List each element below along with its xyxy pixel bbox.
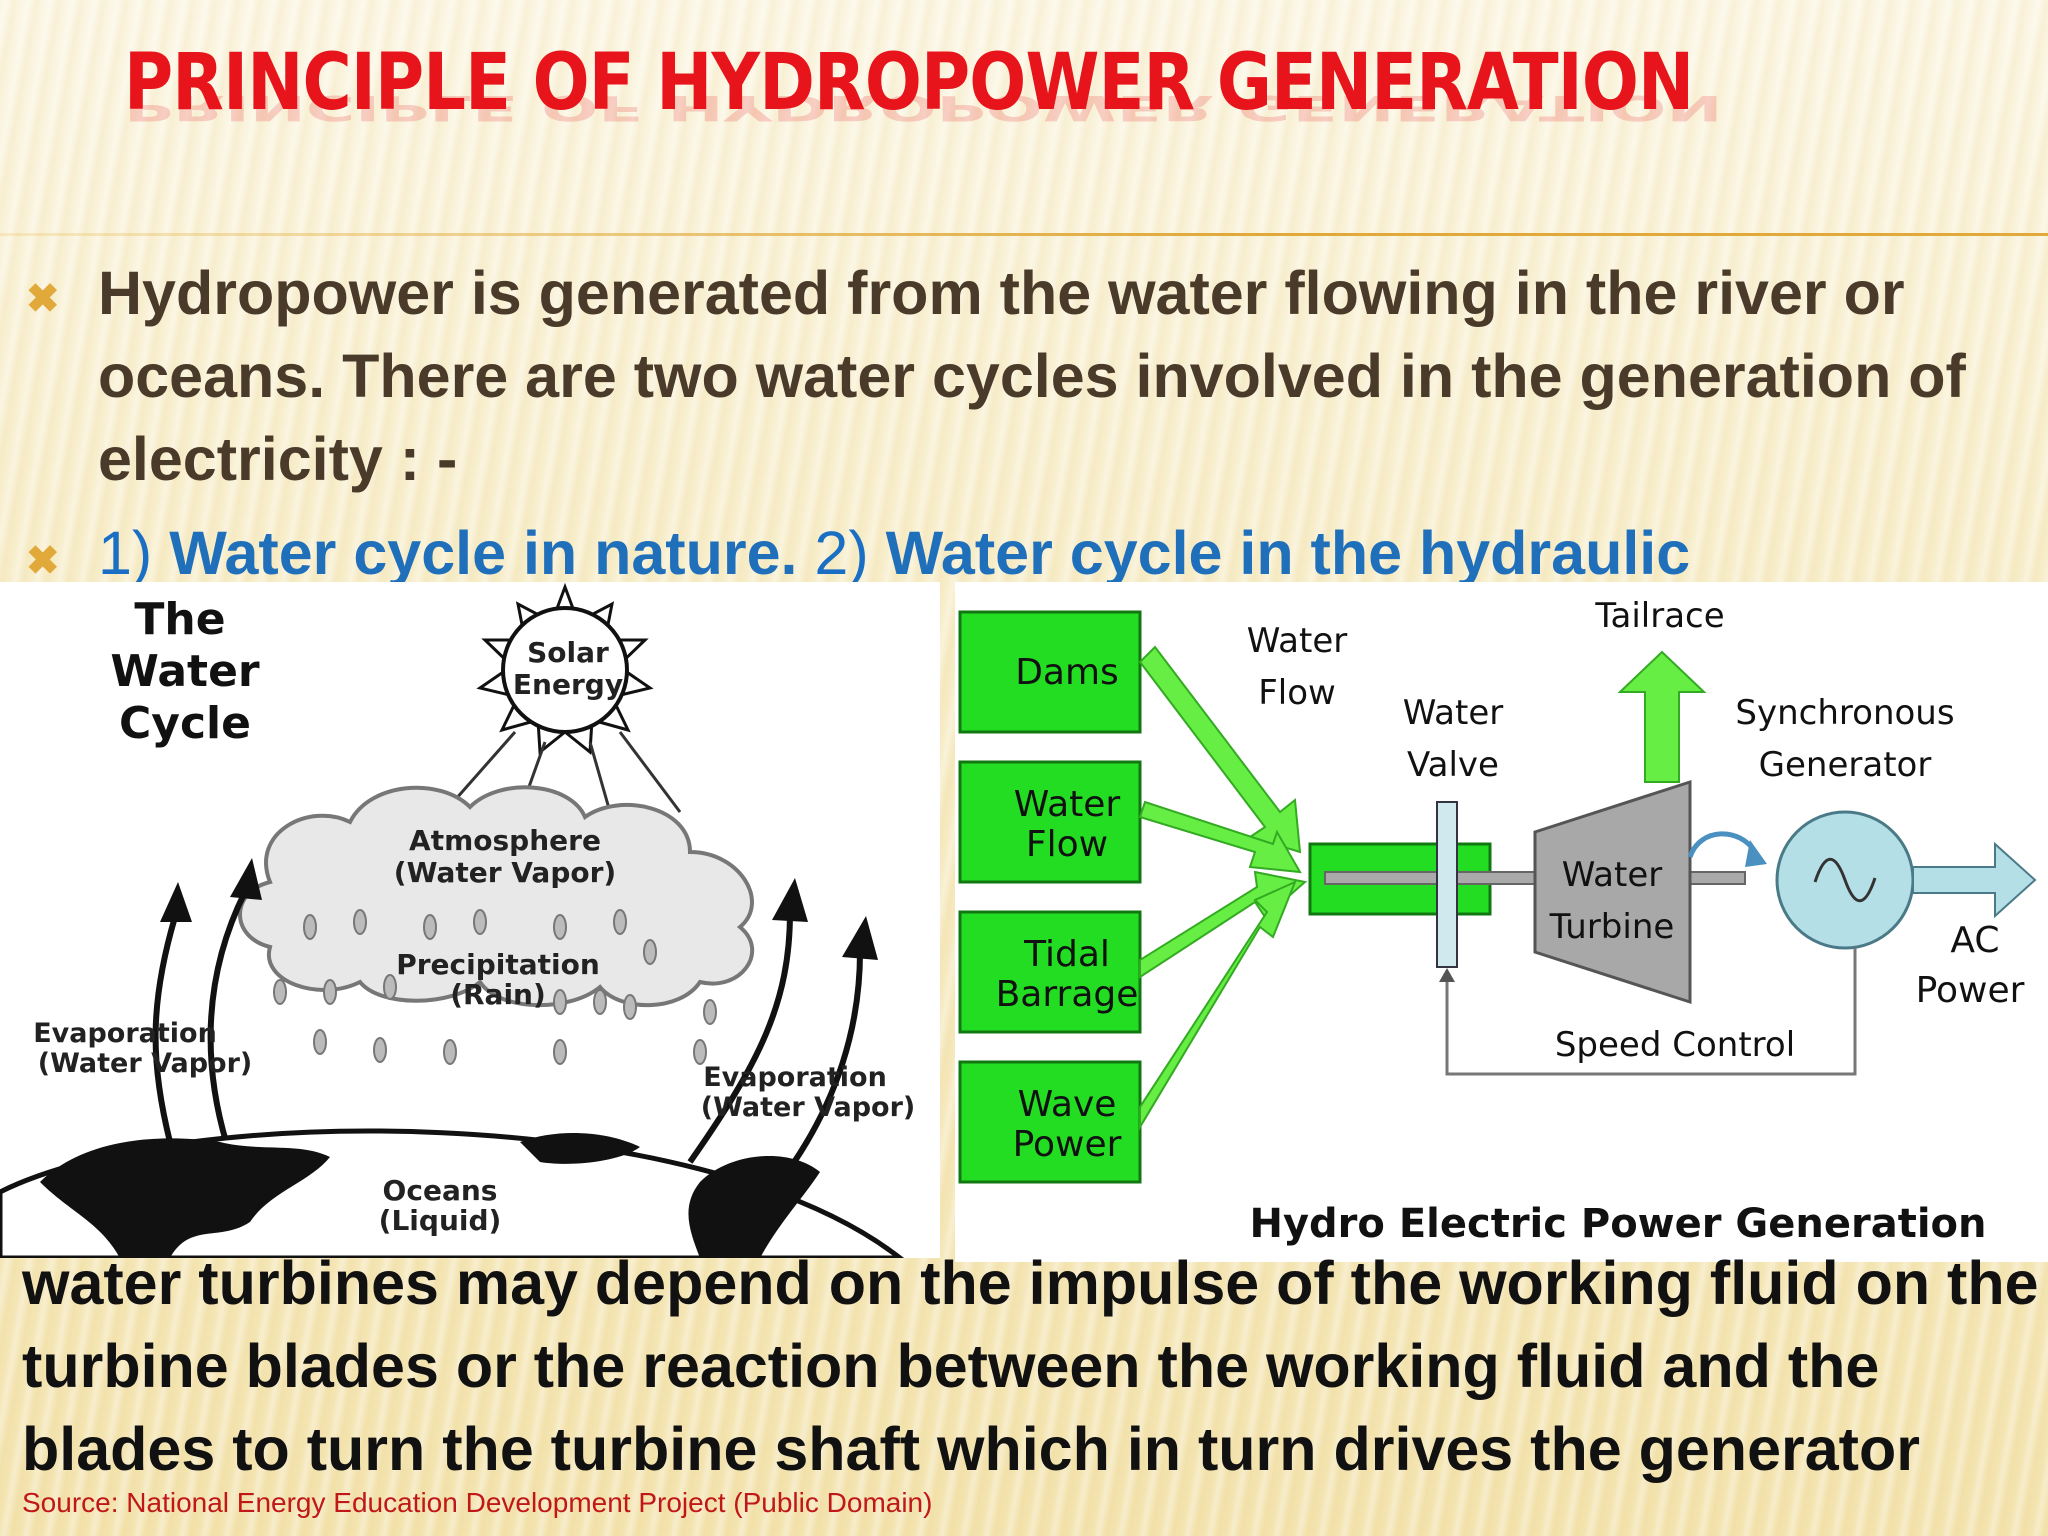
hydro-power-image: Dams Water Flow Tidal Barrage Wave Power… [955, 582, 2048, 1262]
water-cycle-image: The Water Cycle Solar Energy Atmosphere … [0, 582, 940, 1261]
generator-label-1: Synchronous [1735, 693, 1954, 733]
bullet-2-text-2: Water cycle in the hydraulic [885, 519, 1691, 587]
lower-body-text: water turbines may depend on the impulse… [22, 1249, 2039, 1483]
turbine-label-1: Water [1562, 855, 1663, 895]
water-valve [1436, 801, 1458, 968]
hydro-power-diagram: Dams Water Flow Tidal Barrage Wave Power… [958, 596, 2037, 1247]
svg-text:Tidal: Tidal [1023, 934, 1110, 975]
oceans-label-2: (Liquid) [379, 1204, 502, 1237]
sine-wave-icon [1813, 857, 1877, 903]
oceans-label-1: Oceans [383, 1174, 498, 1207]
water-valve-label-1: Water [1403, 693, 1504, 733]
sun-label-1: Solar [527, 636, 609, 669]
source-box-dams: Dams [958, 610, 1142, 734]
cloud-shape [238, 785, 755, 1008]
wc-title-3: Cycle [119, 698, 251, 749]
flow-arrows [1138, 645, 1308, 1131]
svg-text:Dams: Dams [1015, 652, 1119, 693]
rotation-arrow [1687, 831, 1758, 858]
svg-text:Wave: Wave [1018, 1084, 1117, 1125]
evaporation-right-label-1: Evaporation [703, 1062, 887, 1093]
precipitation-label-1: Precipitation [396, 948, 600, 981]
bullet-x-icon: ✖ [26, 277, 60, 321]
source-credit: Source: National Energy Education Develo… [22, 1487, 933, 1518]
wc-title-2: Water [110, 646, 260, 697]
sun-label-2: Energy [513, 668, 623, 701]
evaporation-left-label-1: Evaporation [33, 1018, 217, 1049]
source-box-wave-power: Wave Power [958, 1060, 1142, 1184]
water-flow-label-2: Flow [1258, 673, 1336, 713]
sun-icon [476, 582, 654, 755]
ac-label-1: AC [1950, 920, 1999, 961]
turbine-label-2: Turbine [1549, 907, 1675, 947]
bullet-x-icon: ✖ [26, 539, 60, 583]
slide-title-reflection: PRINCIPLE OF HYDROPOWER GENERATION [124, 87, 1723, 129]
svg-text:Power: Power [1013, 1124, 1122, 1165]
water-cycle-diagram: The Water Cycle Solar Energy Atmosphere … [0, 582, 915, 1261]
speed-control-arrowhead [1439, 968, 1455, 982]
bullet-2-text-1: Water cycle in nature. [169, 519, 798, 587]
evaporation-right-label-2: (Water Vapor) [701, 1092, 915, 1123]
atmosphere-label-1: Atmosphere [409, 824, 601, 857]
water-turbine [1533, 779, 1692, 1005]
evaporation-arrowheads [160, 858, 878, 960]
bullet-1-text: Hydropower is generated from the water f… [98, 259, 1966, 493]
speed-control-label: Speed Control [1555, 1025, 1795, 1065]
rain-drops [273, 909, 717, 1065]
evaporation-arrows [152, 890, 863, 1184]
bullet-2-text: 1) Water cycle in nature. 2) Water cycle… [98, 512, 1690, 595]
hydro-diagram-caption: Hydro Electric Power Generation [1250, 1201, 1987, 1247]
source-box-tidal-barrage: Tidal Barrage [958, 910, 1142, 1034]
wc-title-1: The [134, 594, 225, 645]
generator-label-2: Generator [1759, 745, 1932, 785]
bullet-2-num-2: 2) [797, 519, 886, 587]
svg-text:Barrage: Barrage [996, 974, 1139, 1015]
evaporation-left-label-2: (Water Vapor) [38, 1048, 252, 1079]
svg-text:Water: Water [1014, 784, 1121, 825]
land-masses [40, 1132, 820, 1258]
svg-text:Flow: Flow [1026, 824, 1108, 865]
precipitation-label-2: (Rain) [450, 978, 546, 1011]
bullet-2-num-1: 1) [98, 519, 170, 587]
water-flow-label-1: Water [1247, 621, 1348, 661]
speed-control-loop [1445, 948, 1857, 1076]
slide-title: PRINCIPLE OF HYDROPOWER GENERATION [124, 38, 1694, 128]
title-divider [0, 233, 2048, 236]
ac-label-2: Power [1916, 970, 2025, 1011]
rotation-arrowhead [1745, 840, 1767, 867]
tailrace-arrow [1617, 650, 1707, 783]
source-box-water-flow: Water Flow [958, 760, 1142, 884]
atmosphere-label-2: (Water Vapor) [394, 856, 616, 889]
tailrace-label: Tailrace [1594, 596, 1724, 636]
ac-power-arrow [1912, 841, 2037, 919]
water-valve-label-2: Valve [1407, 745, 1499, 785]
